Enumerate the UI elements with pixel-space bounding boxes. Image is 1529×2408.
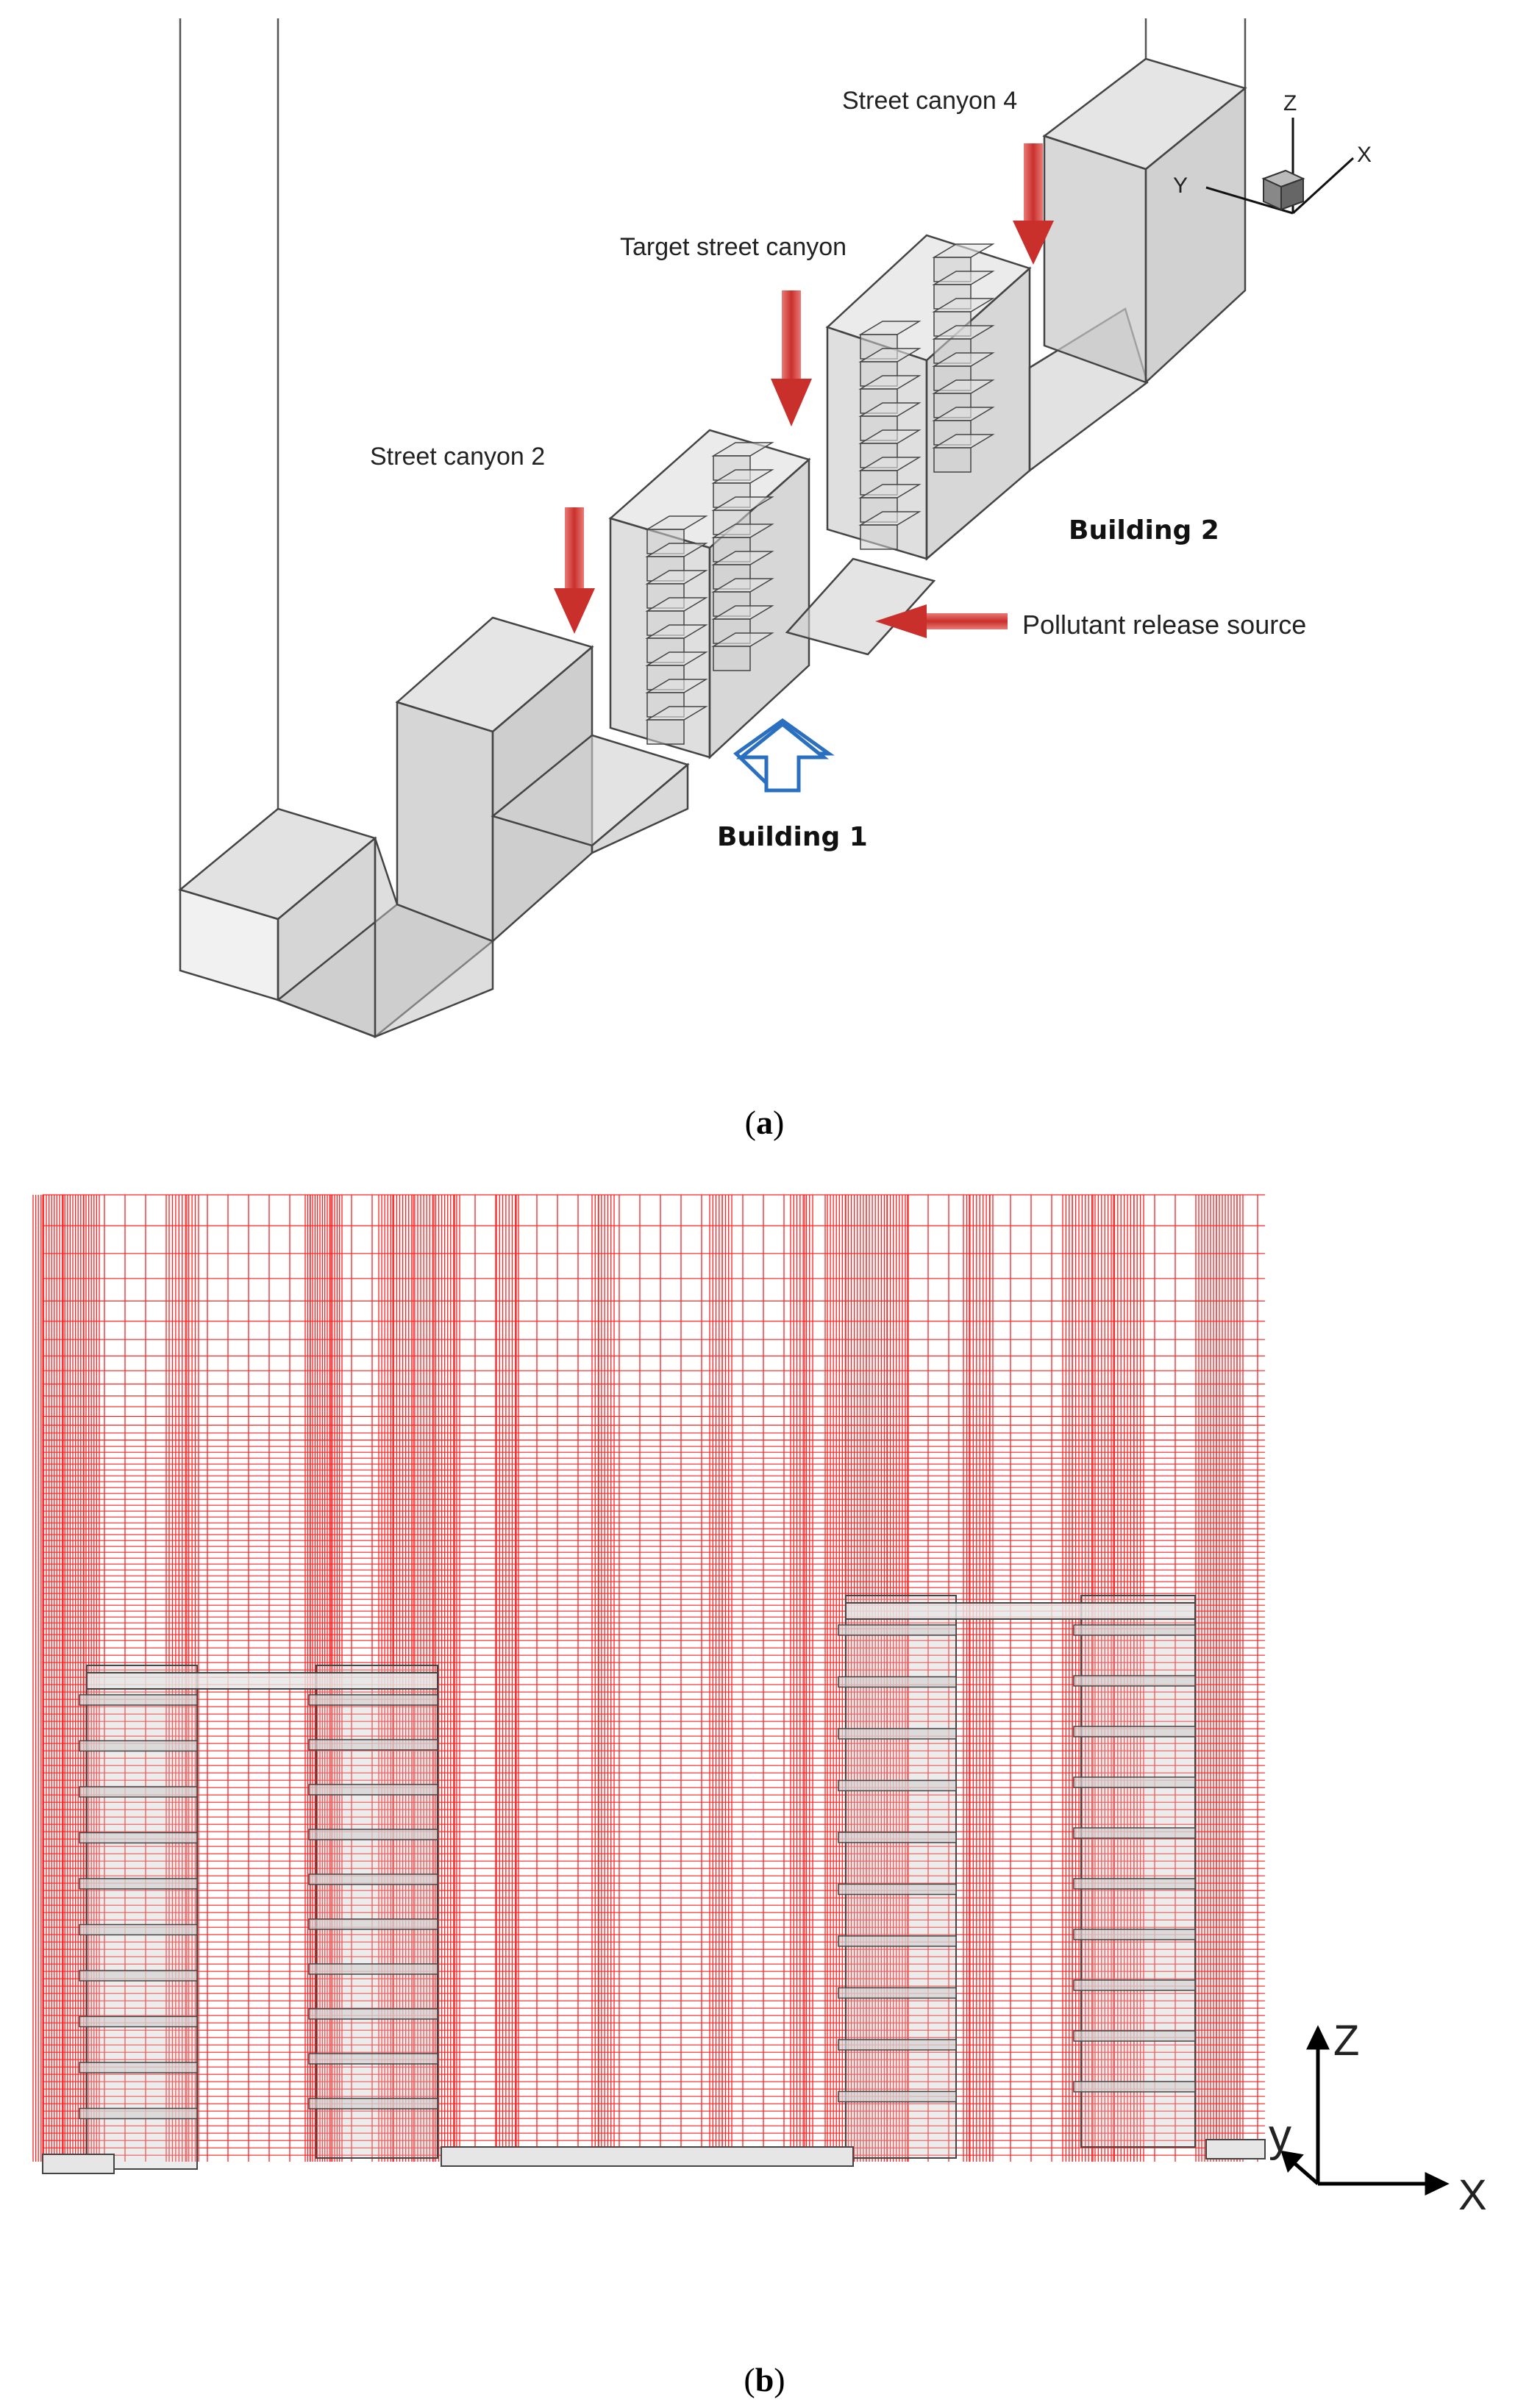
floor-slab xyxy=(79,1878,198,1890)
axis-x-label-a: X xyxy=(1357,143,1372,167)
floor-slab xyxy=(1073,1827,1196,1839)
label-building-1: Building 1 xyxy=(717,822,868,852)
axis-x-label-b: X xyxy=(1458,2171,1487,2219)
floor-slab xyxy=(838,2090,957,2103)
floor-slab xyxy=(308,1784,438,1796)
floor-slab xyxy=(79,1694,198,1706)
floor-slab xyxy=(308,1694,438,1706)
floor-slab xyxy=(1073,1624,1196,1636)
roof-slab xyxy=(845,1602,1196,1620)
floor-slab xyxy=(838,2039,957,2051)
room-box xyxy=(933,447,972,473)
floor-slab xyxy=(838,1987,957,1999)
floor-slab xyxy=(1073,1726,1196,1737)
floor-slab xyxy=(308,1918,438,1930)
floor-slab xyxy=(308,1739,438,1751)
floor-slab xyxy=(838,1624,957,1636)
arrow-pollutant-release-source xyxy=(875,604,1008,638)
axis-triad-a xyxy=(1205,118,1355,215)
floor-slab xyxy=(1073,1878,1196,1890)
axis-z-label-a: Z xyxy=(1283,91,1297,115)
floor-slab xyxy=(308,1829,438,1840)
caption-a: (a) xyxy=(744,1104,785,1141)
roof-slab xyxy=(86,1672,438,1690)
axis-y-label-b: y xyxy=(1269,2110,1291,2161)
ground-slab xyxy=(42,2154,115,2174)
room-box xyxy=(860,524,898,550)
building-section xyxy=(845,1595,957,2159)
label-pollutant-release-source: Pollutant release source xyxy=(1022,610,1306,640)
room-box xyxy=(646,719,685,745)
floor-slab xyxy=(1073,2030,1196,2042)
floor-slab xyxy=(1073,1776,1196,1788)
label-street-canyon-2: Street canyon 2 xyxy=(370,443,545,471)
axis-z-label-b: Z xyxy=(1333,2017,1359,2065)
ground-slab xyxy=(1205,2139,1266,2159)
panel-b-mesh-view: Z y X xyxy=(0,1125,1529,2408)
floor-slab xyxy=(838,1935,957,1947)
label-street-canyon-4: Street canyon 4 xyxy=(842,87,1017,115)
floor-slab xyxy=(838,1728,957,1740)
domain-outline xyxy=(179,18,1247,890)
room-box xyxy=(713,646,751,671)
floor-slab xyxy=(79,1740,198,1752)
arrow-building-1 xyxy=(733,718,835,793)
caption-b: (b) xyxy=(744,2361,785,2398)
floor-slab xyxy=(79,1832,198,1844)
floor-slab xyxy=(79,1970,198,1982)
building-cross-sections xyxy=(42,1595,1266,2174)
axis-triad-b xyxy=(1280,2025,1450,2196)
isometric-diagram: Street canyon 4 Target street canyon Str… xyxy=(178,18,1372,1038)
floor-slab xyxy=(308,1873,438,1885)
arrow-street-canyon-4 xyxy=(1013,143,1054,265)
floor-slab xyxy=(1073,1675,1196,1687)
axis-y-label-a: Y xyxy=(1173,174,1188,198)
floor-slab xyxy=(79,2062,198,2073)
floor-slab xyxy=(838,1832,957,1843)
mesh-horizontal-lines xyxy=(43,1194,1265,2156)
floor-slab xyxy=(79,2107,198,2120)
floor-slab xyxy=(1073,1979,1196,1991)
building-room-stacks xyxy=(645,243,995,745)
ground-slab xyxy=(441,2146,854,2167)
arrow-street-canyon-2 xyxy=(554,507,595,634)
floor-slab xyxy=(838,1883,957,1896)
floor-slab xyxy=(838,1676,957,1688)
arrow-target-street-canyon xyxy=(771,290,812,426)
label-building-2: Building 2 xyxy=(1069,515,1219,546)
floor-slab xyxy=(308,2098,438,2109)
floor-slab xyxy=(1073,1929,1196,1940)
floor-slab xyxy=(308,2008,438,2020)
street-canyon-blocks xyxy=(178,57,1247,1038)
floor-slab xyxy=(79,1786,198,1798)
panel-a-isometric-domain: Street canyon 4 Target street canyon Str… xyxy=(0,0,1529,1073)
floor-slab xyxy=(838,1779,957,1792)
floor-slab xyxy=(79,1923,198,1936)
mesh-diagram: Z y X xyxy=(32,1194,1487,2219)
floor-slab xyxy=(308,2053,438,2065)
label-target-street-canyon: Target street canyon xyxy=(620,233,847,261)
floor-slab xyxy=(1073,2081,1196,2093)
floor-slab xyxy=(308,1963,438,1975)
floor-slab xyxy=(79,2015,198,2028)
building-section xyxy=(1080,1595,1196,2148)
